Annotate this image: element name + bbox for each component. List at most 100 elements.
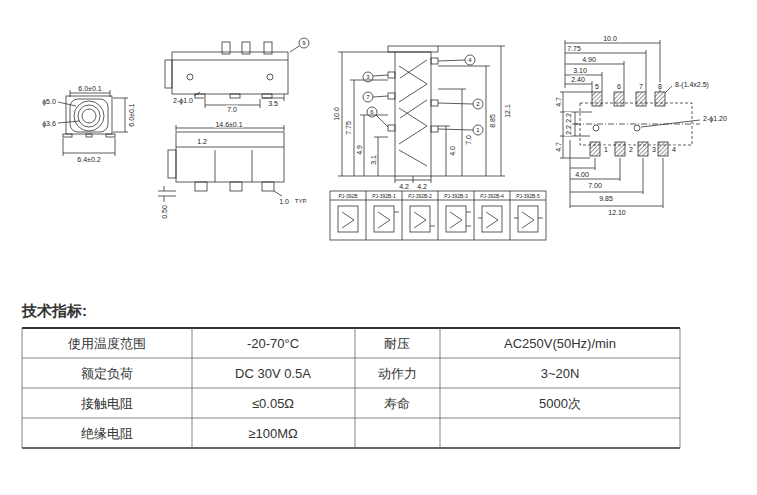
variant-strip-part — [438, 191, 439, 240]
dimension: 0.50 — [161, 204, 168, 220]
pcb-layout-part — [634, 125, 640, 131]
variant-strip-part — [450, 212, 462, 228]
variant-strip-part — [518, 206, 538, 232]
spec-table-part — [192, 328, 193, 448]
contact-view-part — [431, 100, 438, 106]
variant-strip-part — [474, 191, 475, 240]
dimension: 3.5 — [267, 100, 279, 107]
side-view-part — [168, 150, 176, 178]
contact-view-part — [374, 137, 388, 138]
top-view-part — [205, 99, 206, 108]
dimension: 2-ϕ1.0 — [172, 97, 194, 104]
contact-view-part — [462, 89, 463, 176]
contact-view-part — [431, 176, 505, 177]
contact-view-part — [446, 126, 447, 176]
variant-strip-part — [414, 212, 426, 228]
variant-strip — [330, 191, 546, 240]
table-cell: 使用温度范围 — [68, 337, 146, 350]
side-view-part — [176, 147, 284, 148]
dimension: 2.2 — [565, 124, 572, 136]
callout-number: 9 — [302, 40, 305, 46]
contact-view-part — [400, 100, 427, 118]
pcb-layout-part-part — [615, 142, 625, 156]
callout-number: 7 — [366, 94, 369, 100]
contact-view-part — [473, 99, 483, 109]
model-name: PJ-392B-1 — [371, 194, 397, 199]
pin-number: 4 — [671, 146, 677, 153]
contact-view-part — [373, 75, 388, 76]
front-view — [58, 90, 128, 156]
side-view-part — [262, 182, 274, 191]
front-view-part — [115, 138, 116, 156]
front-view-part — [58, 102, 76, 106]
dimension: 6.0±0.1 — [128, 102, 135, 127]
pcb-layout-part-part — [614, 92, 624, 106]
model-name: PJ-392B-3 — [443, 194, 469, 199]
top-view-part — [230, 94, 240, 98]
top-view-part — [290, 46, 299, 52]
pcb-layout-part — [595, 158, 596, 170]
pcb-layout-part-part — [658, 142, 668, 156]
dimension: 4.9 — [356, 144, 363, 156]
top-view-part — [222, 42, 230, 54]
dimension: 10.0 — [333, 106, 340, 122]
front-view-part — [70, 99, 108, 132]
table-cell: AC250V(50Hz)/min — [504, 337, 616, 350]
pcb-layout-part — [620, 158, 621, 181]
dimension: 3.10 — [572, 67, 588, 74]
side-view-part — [230, 182, 242, 191]
spec-table-part — [22, 328, 23, 448]
contact-view-part — [354, 80, 355, 176]
top-view-part — [262, 98, 284, 99]
top-view-part — [194, 92, 200, 96]
section-title: 技术指标: — [22, 303, 87, 318]
dimension: 2.40 — [570, 76, 586, 83]
contact-view-part — [431, 58, 438, 64]
table-cell: 5000次 — [539, 397, 581, 410]
variant-strip-part — [482, 206, 502, 232]
pcb-layout-part-part — [636, 92, 646, 106]
front-view-part — [74, 101, 104, 131]
contact-view-part — [438, 89, 466, 90]
pad-note: 8-(1.4x2.5) — [674, 81, 710, 88]
contact-view-part — [438, 126, 450, 127]
pcb-layout-part — [560, 92, 592, 93]
dimension: 4.00 — [574, 171, 590, 178]
variant-strip-part — [478, 218, 482, 219]
dimension: 9.85 — [598, 195, 614, 202]
dimension: 4.90 — [581, 56, 597, 63]
front-view-part — [63, 134, 72, 137]
table-cell: 动作力 — [378, 367, 417, 380]
side-view-part — [158, 191, 176, 192]
front-view-part — [66, 96, 112, 134]
pcb-layout-part-part — [590, 142, 600, 156]
contact-view-part — [465, 55, 475, 65]
contact-view-part — [364, 115, 365, 176]
side-view-part — [274, 191, 282, 196]
dimension: 7.0 — [226, 106, 238, 113]
side-view-part — [176, 132, 284, 182]
dimension: 12.1 — [504, 103, 511, 119]
contact-view — [338, 46, 505, 183]
top-view-part — [284, 94, 285, 101]
front-view-part — [110, 90, 111, 97]
pcb-layout-part-part — [638, 142, 648, 156]
pin-number: 6 — [616, 83, 622, 90]
top-view-part — [165, 60, 172, 88]
contact-view-part — [395, 176, 396, 183]
variant-strip-part — [378, 212, 390, 228]
dimension: 3.1 — [370, 154, 377, 166]
variant-strip-part — [366, 191, 367, 240]
dimension: 4.7 — [555, 96, 562, 108]
variant-strip-part — [466, 226, 471, 227]
contact-view-part — [438, 66, 490, 67]
contact-view-part — [363, 92, 373, 102]
callout-number: 3 — [366, 74, 369, 80]
spec-table — [22, 328, 680, 448]
side-view-part — [284, 125, 285, 131]
front-view-part — [106, 134, 115, 137]
pcb-layout-part — [560, 158, 590, 159]
side-view-part — [176, 125, 177, 131]
variant-strip-part — [430, 226, 435, 227]
